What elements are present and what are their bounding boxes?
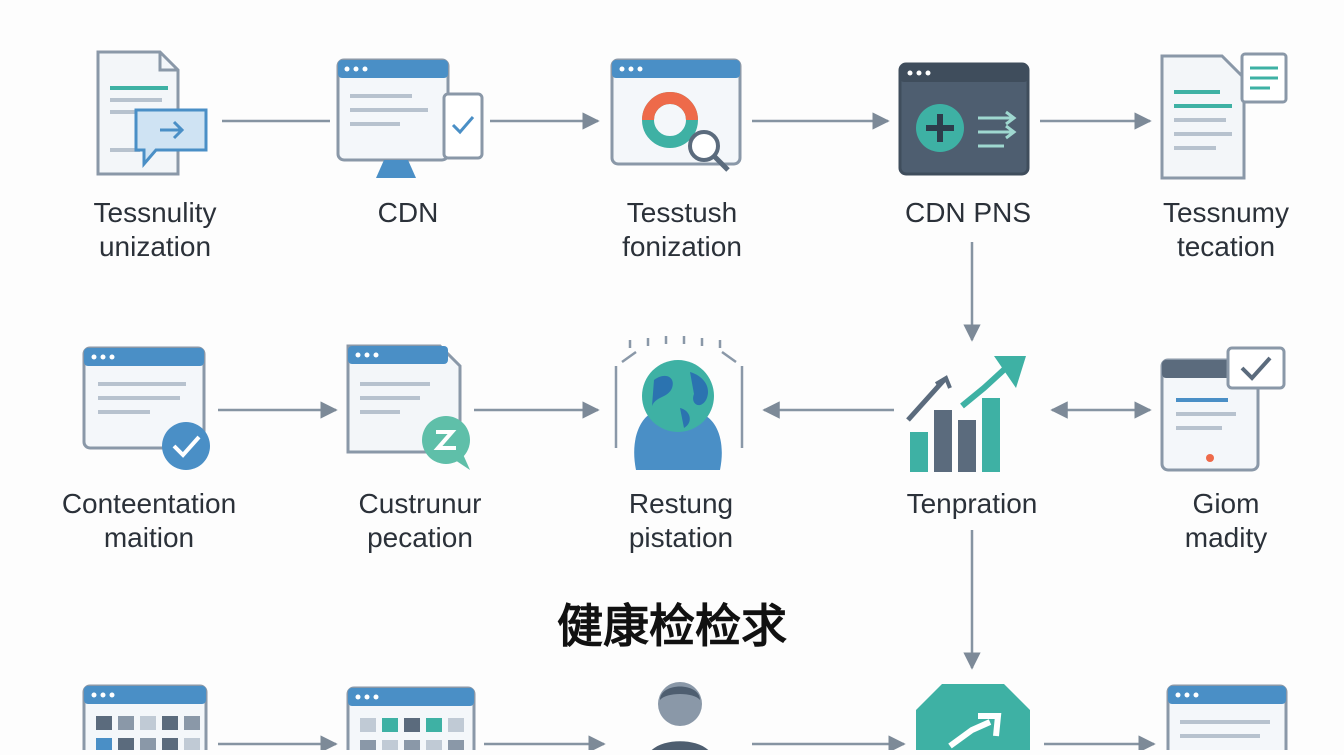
node-label-line: Giom	[1192, 488, 1260, 519]
node-label-line: maition	[103, 522, 195, 553]
document-chat-icon	[96, 50, 208, 176]
document-stack-icon	[1160, 52, 1288, 180]
node-label-line: Tessnumy	[1162, 197, 1290, 228]
node-label-cdn: CDN	[288, 196, 528, 230]
browser-list-icon	[1166, 684, 1288, 755]
node-label-line: fonization	[622, 231, 742, 262]
node-label-line: Restung	[628, 488, 734, 519]
node-label-tessnumy: Tessnumy tecation	[1106, 196, 1344, 264]
node-label-line: Conteentation	[61, 488, 237, 519]
node-label-giom: Giom madity	[1106, 487, 1344, 555]
node-label-line: CDN	[377, 197, 439, 228]
node-label-line: pistation	[628, 522, 734, 553]
growth-chart-icon	[906, 356, 1026, 472]
node-label-tenpration: Tenpration	[852, 487, 1092, 521]
node-label-line: Tessnulity	[93, 197, 217, 228]
node-label-line: madity	[1184, 522, 1268, 553]
node-label-line: Tesstush	[626, 197, 738, 228]
monitor-check-icon	[336, 58, 484, 178]
grid-window-teal-icon	[346, 686, 476, 755]
user-avatar-icon	[647, 682, 713, 755]
node-label-line: Tenpration	[906, 488, 1038, 519]
plus-transfer-icon	[898, 62, 1030, 176]
globe-head-icon	[614, 336, 744, 470]
node-label-tessnulity: Tessnulity unization	[35, 196, 275, 264]
node-label-restung: Restung pistation	[561, 487, 801, 555]
document-chat-badge-icon	[346, 344, 470, 470]
node-label-cdn-pns: CDN PNS	[848, 196, 1088, 230]
grid-window-icon	[82, 684, 208, 755]
diagram-title: 健康检检求	[557, 599, 787, 653]
connectors	[218, 112, 1156, 753]
browser-check-badge-icon	[82, 346, 210, 470]
browser-donut-search-icon	[610, 58, 742, 172]
node-label-line: tecation	[1176, 231, 1276, 262]
node-label-line: CDN PNS	[904, 197, 1031, 228]
node-label-conteentation: Conteentation maition	[29, 487, 269, 555]
node-label-custrunur: Custrunur pecation	[300, 487, 540, 555]
octagon-trend-icon	[916, 684, 1030, 755]
node-label-tesstush: Tesstush fonization	[562, 196, 802, 264]
tablet-check-icon	[1160, 346, 1286, 472]
node-label-line: unization	[98, 231, 212, 262]
node-label-line: pecation	[367, 522, 473, 553]
node-label-line: Custrunur	[358, 488, 482, 519]
